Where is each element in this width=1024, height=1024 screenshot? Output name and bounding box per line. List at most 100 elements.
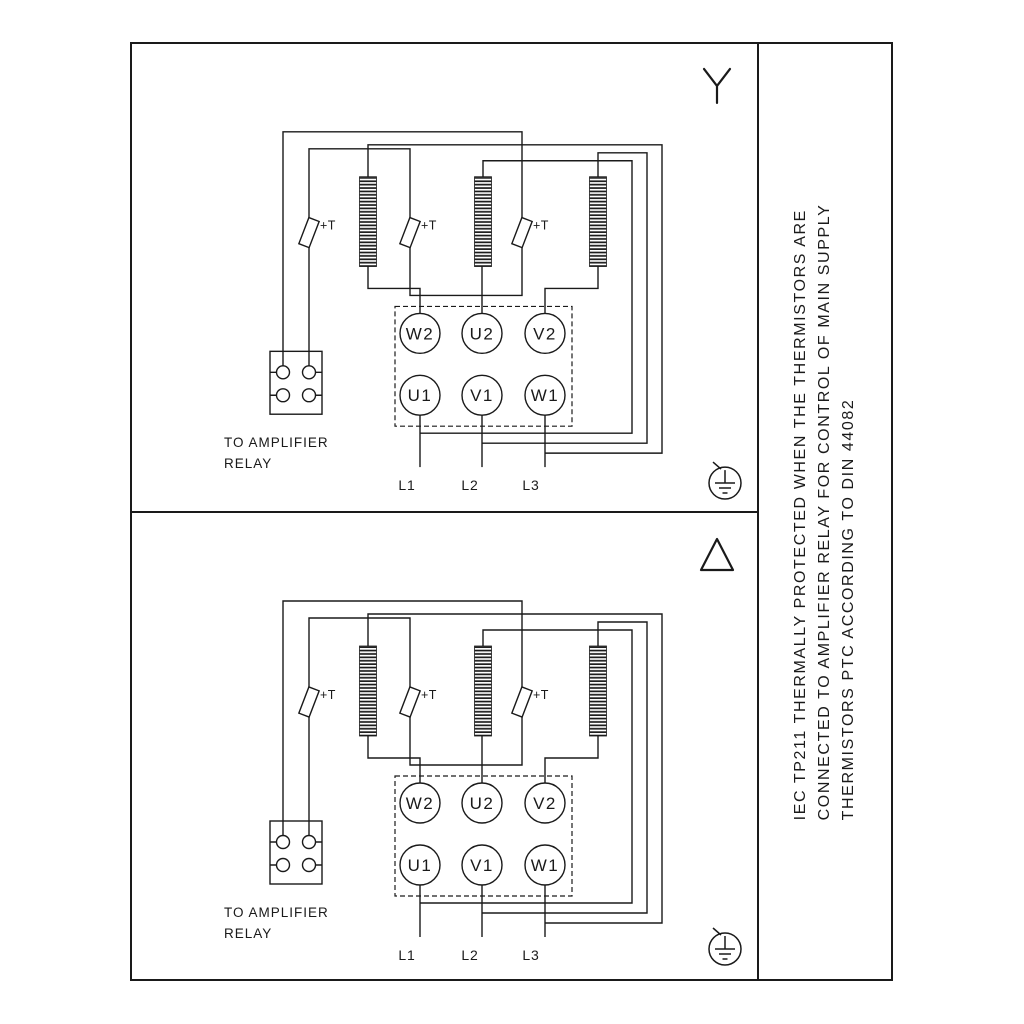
wire xyxy=(420,629,633,904)
relay-caption-line1: TO AMPLIFIER xyxy=(224,435,329,450)
terminal-label: W2 xyxy=(406,794,435,813)
amplifier-relay-connector xyxy=(269,820,323,885)
wiring xyxy=(282,600,663,937)
terminal-label: W1 xyxy=(531,856,560,875)
terminal-circle xyxy=(461,374,503,416)
note-line: CONNECTED TO AMPLIFIER RELAY FOR CONTROL… xyxy=(816,203,833,820)
thermistor: +T xyxy=(297,216,336,249)
terminal-w1: W1 xyxy=(524,374,566,416)
connector-box xyxy=(269,820,323,885)
star-connection-icon xyxy=(702,67,732,104)
wire xyxy=(367,266,421,314)
terminal-circle xyxy=(461,782,503,824)
terminal-u2: U2 xyxy=(461,782,503,824)
terminal-label: W1 xyxy=(531,386,559,405)
note-column: IEC TP211 THERMALLY PROTECTED WHEN THE T… xyxy=(759,44,891,979)
winding-coil xyxy=(589,176,607,267)
terminal-u2: U2 xyxy=(461,312,503,355)
ground-icon xyxy=(708,927,742,966)
thermistor-label: +T xyxy=(421,688,437,702)
wire xyxy=(282,131,523,352)
thermistor: +T xyxy=(510,686,549,718)
terminal-label: U1 xyxy=(408,386,433,405)
relay-caption-line2: RELAY xyxy=(224,456,272,471)
wire xyxy=(544,736,599,783)
wire xyxy=(409,717,523,766)
supply-label-l3: L3 xyxy=(522,477,539,493)
terminal-u1: U1 xyxy=(399,374,441,416)
thermistor-label: +T xyxy=(320,219,336,233)
relay-caption-line1: TO AMPLIFIER xyxy=(224,905,329,920)
terminal-label: V2 xyxy=(533,324,557,343)
connector-box xyxy=(269,350,323,415)
terminal-label: V1 xyxy=(470,386,494,405)
star-panel-drawing: +T +T +T xyxy=(224,67,742,500)
thermistor-label: +T xyxy=(533,219,549,233)
winding-coil xyxy=(474,176,492,267)
terminal-label: U2 xyxy=(470,794,495,813)
motor-windings xyxy=(359,176,607,267)
thermistor-icon xyxy=(398,686,422,718)
supply-label-l1: L1 xyxy=(398,477,415,493)
thermistor-label: +T xyxy=(421,219,437,233)
terminal-v1: V1 xyxy=(461,374,503,416)
terminal-circle xyxy=(461,312,503,355)
winding-coil xyxy=(359,645,377,737)
wire xyxy=(367,613,663,924)
terminal-circle xyxy=(524,312,566,355)
wire xyxy=(409,247,523,297)
ground-icon xyxy=(708,461,742,500)
wire xyxy=(420,160,633,434)
supply-label-l2: L2 xyxy=(461,477,478,493)
terminal-w2: W2 xyxy=(399,312,441,355)
diagram-area: +T +T +T xyxy=(132,44,759,979)
wire xyxy=(544,266,599,314)
star-connection-panel: +T +T +T xyxy=(132,44,757,513)
terminal-circle xyxy=(399,374,441,416)
terminal-label: U2 xyxy=(470,324,495,343)
relay-caption-line2: RELAY xyxy=(224,926,272,941)
wire xyxy=(482,621,648,914)
terminal-u1: U1 xyxy=(399,844,441,886)
note-text: IEC TP211 THERMALLY PROTECTED WHEN THE T… xyxy=(789,203,861,820)
drawing-frame: +T +T +T xyxy=(130,42,893,981)
wire xyxy=(308,148,411,218)
terminal-circle xyxy=(524,782,566,824)
note-line: THERMISTORS PTC ACCORDING TO DIN 44082 xyxy=(840,398,857,820)
terminal-circle xyxy=(399,782,441,824)
winding-coil xyxy=(589,645,607,737)
delta-connection-icon xyxy=(699,537,735,572)
terminal-circle xyxy=(524,844,566,886)
wire xyxy=(367,144,663,454)
terminal-v2: V2 xyxy=(524,782,566,824)
thermistors: +T +T +T xyxy=(297,686,549,718)
amplifier-relay-connector xyxy=(269,350,323,415)
terminal-label: U1 xyxy=(408,856,433,875)
terminal-label: W2 xyxy=(406,324,434,343)
thermistor-icon xyxy=(297,216,321,249)
connector-ticks xyxy=(270,371,322,396)
terminal-circle xyxy=(399,844,441,886)
connector-ticks xyxy=(270,841,322,866)
thermistor-icon xyxy=(510,686,534,718)
connector-leads xyxy=(282,821,310,836)
supply-label-l3: L3 xyxy=(522,947,539,963)
winding-coil xyxy=(474,645,492,737)
supply-label-l2: L2 xyxy=(461,947,478,963)
winding-coil xyxy=(359,176,377,267)
note-line: IEC TP211 THERMALLY PROTECTED WHEN THE T… xyxy=(792,208,809,820)
thermistor-label: +T xyxy=(320,688,336,702)
terminal-board-outline xyxy=(394,775,573,897)
thermistors: +T +T +T xyxy=(297,216,549,249)
terminal-circle xyxy=(461,844,503,886)
delta-connection-panel: +T +T +T xyxy=(132,513,757,981)
connector-leads xyxy=(282,351,310,366)
terminal-v2: V2 xyxy=(524,312,566,355)
thermistor-label: +T xyxy=(533,688,549,702)
thermistor: +T xyxy=(510,216,549,249)
terminals: W2 U2 V2 U1 xyxy=(399,312,566,416)
thermistor: +T xyxy=(398,686,437,718)
supply-label-l1: L1 xyxy=(398,947,415,963)
terminal-circle xyxy=(524,374,566,416)
